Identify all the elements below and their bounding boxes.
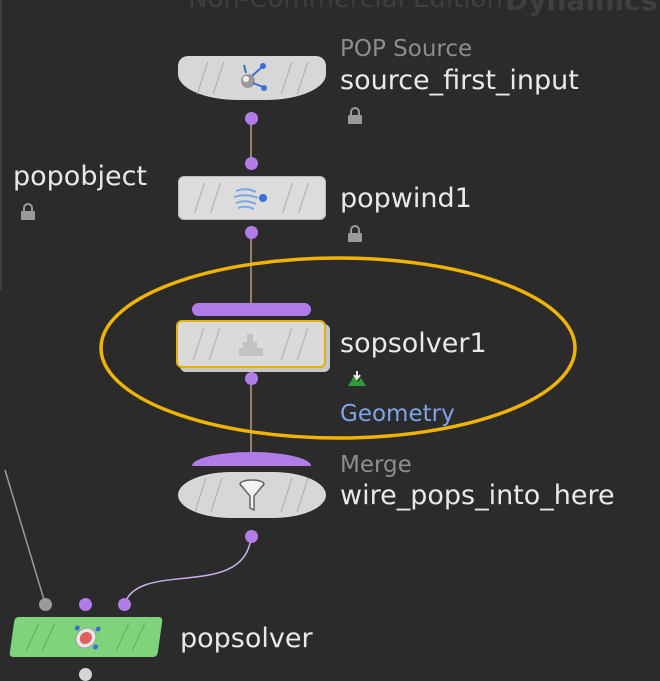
output-connector[interactable] [245,530,258,543]
node-popwind1[interactable] [178,176,326,220]
input-connector[interactable] [118,598,131,611]
node-source-first-input[interactable] [178,56,326,100]
input-connector[interactable] [245,157,258,170]
output-label-geometry[interactable]: Geometry [340,401,455,427]
pop-wind-icon [233,188,267,210]
pop-source-icon [241,63,267,91]
node-popsolver[interactable] [9,617,163,657]
output-connector[interactable] [245,226,258,239]
merge-funnel-icon [239,479,265,512]
input-connector[interactable] [39,598,52,611]
node-name-popsolver[interactable]: popsolver [180,623,313,654]
node-name-wire-pops-into-here[interactable]: wire_pops_into_here [340,480,615,511]
wire-offscreen-to-popsolver [4,469,46,604]
node-type-merge: Merge [340,452,412,478]
input-connector[interactable] [79,598,92,611]
node-name-popwind1[interactable]: popwind1 [340,183,472,214]
input-connector-bar[interactable] [192,303,311,316]
node-name-sopsolver1[interactable]: sopsolver1 [340,328,487,359]
wire-merge-to-popsolver [124,536,252,604]
lock-icon[interactable] [347,107,363,125]
node-sopsolver1[interactable] [176,320,326,368]
watermark-context: Dynamics [505,0,658,17]
pop-solver-icon [74,625,101,650]
lock-icon[interactable] [347,225,363,243]
merge-input-bar[interactable] [192,452,311,466]
output-connector[interactable] [245,112,258,125]
watermark-edition: Non-Commercial Edition [188,0,503,12]
highlight-ellipse [99,256,577,440]
node-name-popobject[interactable]: popobject [13,161,147,192]
sop-solver-icon [239,334,263,356]
output-connector[interactable] [245,372,258,385]
node-wire-pops-into-here[interactable] [178,472,326,518]
node-type-pop-source: POP Source [340,36,473,62]
node-name-source-first-input[interactable]: source_first_input [340,65,579,96]
output-connector[interactable] [79,668,92,681]
display-flag-icon[interactable] [346,370,368,388]
lock-icon[interactable] [20,203,36,221]
